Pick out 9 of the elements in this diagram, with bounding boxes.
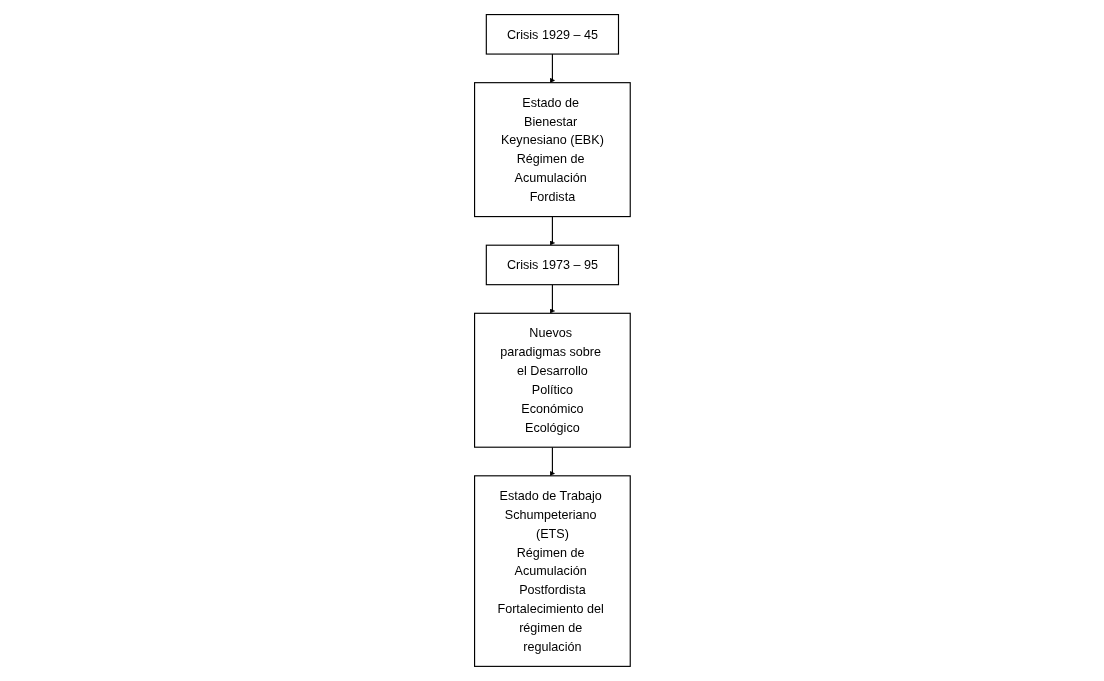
arrow xyxy=(549,53,555,83)
arrow xyxy=(549,284,555,314)
node-box: Nuevos paradigmas sobre el Desarrollo Político Económico Ecológico xyxy=(473,312,631,448)
arrow xyxy=(549,446,555,477)
node-box: Crisis 1929 – 45 xyxy=(485,14,619,55)
node-box: Crisis 1973 – 95 xyxy=(485,244,619,286)
node-box: Estado de Bienestar Keynesiano (EBK) Régimen de Acumulación Fordista xyxy=(473,82,631,218)
node-box: Estado de Trabajo Schumpeteriano (ETS) Régimen de Acumulación Postfordista Fortalecimiento del régimen de regulación xyxy=(473,475,631,667)
arrow xyxy=(549,216,555,246)
